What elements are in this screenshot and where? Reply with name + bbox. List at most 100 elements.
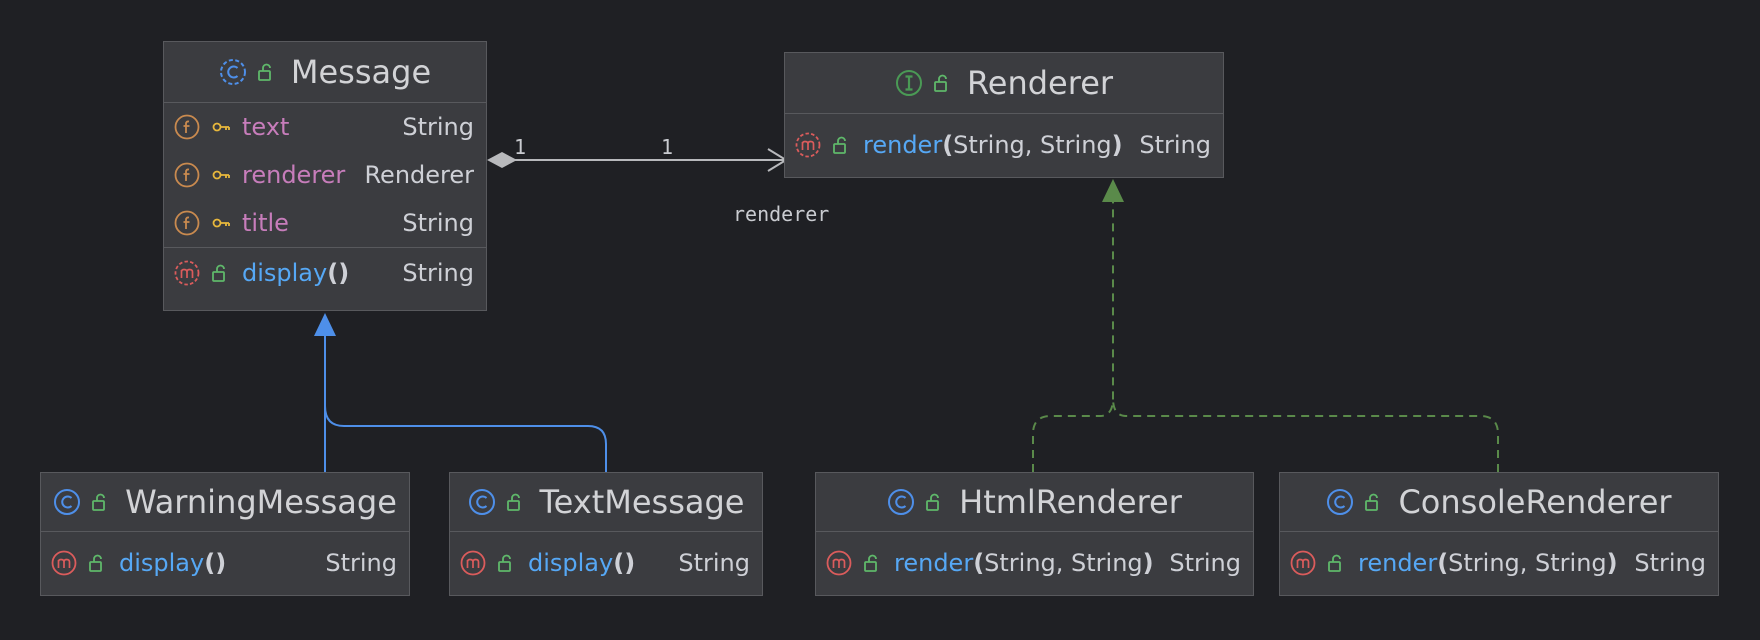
methods-section: render(String, String) String — [785, 114, 1223, 176]
composition-edge — [487, 148, 788, 172]
field-row[interactable]: text String — [164, 103, 486, 151]
class-header: HtmlRenderer — [816, 473, 1253, 532]
method-name: display — [242, 259, 328, 287]
field-icon — [174, 162, 200, 188]
inheritance-arrowhead — [314, 313, 336, 336]
method-return-type: String — [1634, 549, 1706, 577]
class-consolerenderer[interactable]: ConsoleRenderer render(String, String) S… — [1279, 472, 1719, 596]
public-icon — [506, 493, 520, 511]
class-header: TextMessage — [450, 473, 762, 532]
method-signature: render(String, String) — [1358, 549, 1618, 577]
method-name: render — [894, 549, 974, 577]
class-name: ConsoleRenderer — [1398, 483, 1672, 521]
target-multiplicity: 1 — [661, 135, 674, 159]
public-icon — [92, 493, 105, 511]
class-name: Renderer — [966, 64, 1114, 102]
public-icon — [498, 554, 511, 572]
class-name: HtmlRenderer — [959, 483, 1182, 521]
composition-diamond — [487, 152, 517, 168]
public-icon — [257, 63, 271, 81]
method-row[interactable]: render(String, String) String — [785, 114, 1223, 176]
field-name: renderer — [242, 161, 346, 189]
private-key-icon — [212, 170, 230, 180]
public-icon — [1328, 554, 1341, 572]
public-icon — [864, 554, 877, 572]
class-textmessage[interactable]: TextMessage display() String — [449, 472, 763, 596]
method-row[interactable]: render(String, String) String — [816, 532, 1253, 594]
edge-htmlrenderer-to-renderer — [1032, 202, 1114, 472]
method-return-type: String — [1169, 549, 1241, 577]
class-icon — [468, 489, 495, 515]
method-return-type: String — [678, 549, 750, 577]
field-icon — [174, 114, 200, 140]
inheritance-edges — [324, 334, 607, 472]
realization-edges — [1032, 202, 1499, 472]
method-signature: display() — [242, 259, 350, 287]
field-name: text — [242, 113, 290, 141]
methods-section: render(String, String) String — [1280, 532, 1718, 594]
private-key-icon — [212, 122, 230, 132]
field-row[interactable]: title String — [164, 199, 486, 247]
method-return-type: String — [1139, 131, 1211, 159]
edge-consolerenderer-to-renderer — [1112, 397, 1499, 472]
interface-icon — [895, 70, 922, 96]
public-icon — [833, 136, 846, 154]
method-signature: display() — [528, 549, 636, 577]
method-params: String, String — [984, 549, 1143, 577]
class-name: TextMessage — [539, 483, 745, 521]
class-name: WarningMessage — [125, 483, 397, 521]
method-signature: render(String, String) — [863, 131, 1123, 159]
public-icon — [934, 74, 947, 92]
method-return-type: String — [325, 549, 397, 577]
class-icon — [1327, 489, 1354, 515]
method-row[interactable]: display() String — [450, 532, 762, 594]
method-name: render — [1358, 549, 1438, 577]
methods-section: render(String, String) String — [816, 532, 1253, 594]
field-type: Renderer — [364, 161, 474, 189]
abstract-method-icon — [795, 132, 821, 158]
class-message[interactable]: Message text String renderer Renderer ti… — [163, 41, 487, 311]
method-return-type: String — [402, 259, 474, 287]
method-icon — [826, 550, 852, 576]
class-icon — [54, 489, 81, 515]
class-header: Renderer — [785, 53, 1223, 114]
method-row[interactable]: display() String — [41, 532, 409, 594]
method-icon — [1290, 550, 1316, 576]
abstract-class-icon — [219, 59, 246, 85]
interface-renderer[interactable]: Renderer render(String, String) String — [784, 52, 1224, 178]
methods-section: display() String — [164, 248, 486, 298]
method-signature: render(String, String) — [894, 549, 1154, 577]
method-name: display — [119, 549, 205, 577]
fields-section: text String renderer Renderer title Stri… — [164, 103, 486, 248]
realization-arrowhead — [1102, 179, 1124, 202]
public-icon — [926, 493, 940, 511]
method-signature: display() — [119, 549, 227, 577]
method-name: render — [863, 131, 943, 159]
public-icon — [1365, 493, 1379, 511]
abstract-method-icon — [174, 260, 200, 286]
field-name: title — [242, 209, 289, 237]
methods-section: display() String — [450, 532, 762, 594]
method-name: display — [528, 549, 614, 577]
class-header: Message — [164, 42, 486, 103]
method-row[interactable]: display() String — [164, 248, 486, 298]
method-icon — [51, 550, 77, 576]
field-icon — [174, 210, 200, 236]
method-params: String, String — [953, 131, 1112, 159]
class-icon — [888, 489, 915, 515]
class-warningmessage[interactable]: WarningMessage display() String — [40, 472, 410, 596]
class-header: ConsoleRenderer — [1280, 473, 1718, 532]
class-htmlrenderer[interactable]: HtmlRenderer render(String, String) Stri… — [815, 472, 1254, 596]
source-multiplicity: 1 — [514, 135, 527, 159]
class-header: WarningMessage — [41, 473, 409, 532]
public-icon — [212, 264, 225, 282]
method-params: String, String — [1448, 549, 1607, 577]
association-label: renderer — [733, 202, 830, 226]
method-row[interactable]: render(String, String) String — [1280, 532, 1718, 594]
methods-section: display() String — [41, 532, 409, 594]
public-icon — [89, 554, 102, 572]
field-row[interactable]: renderer Renderer — [164, 151, 486, 199]
field-type: String — [402, 209, 474, 237]
private-key-icon — [212, 218, 230, 228]
